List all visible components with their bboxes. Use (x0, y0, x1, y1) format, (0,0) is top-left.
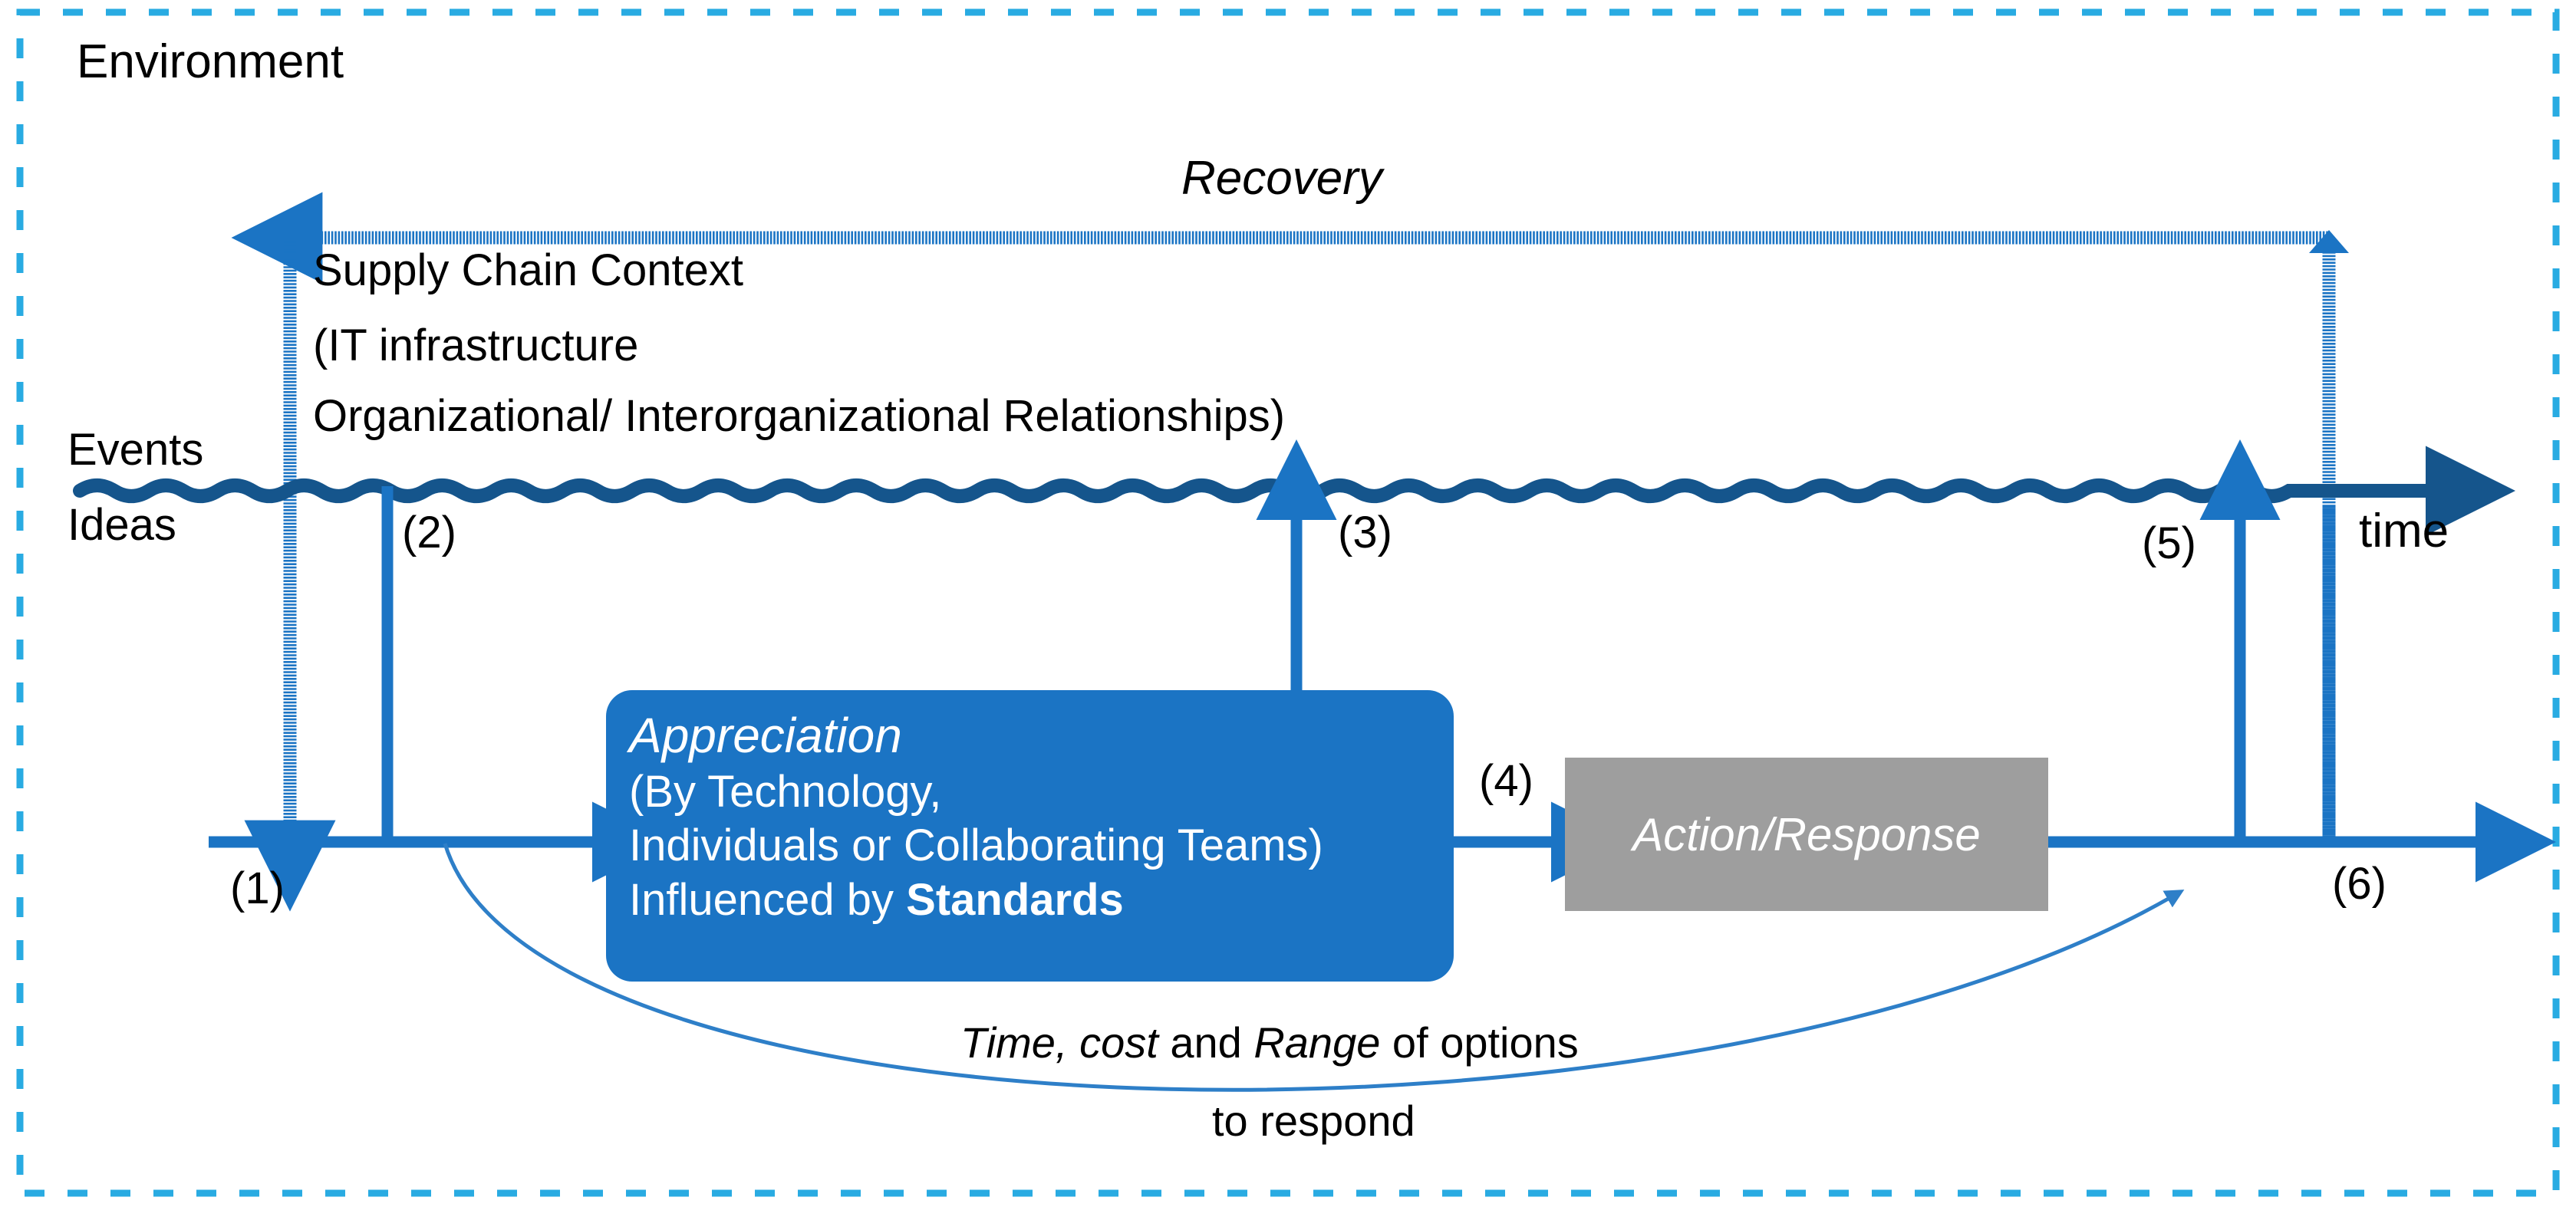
step-4-label: (4) (1479, 756, 1533, 806)
options-caption-time-cost: Time, cost (960, 1018, 1158, 1067)
step-2-label: (2) (402, 508, 456, 557)
supply-chain-context-heading: Supply Chain Context (313, 245, 743, 295)
action-response-box[interactable]: Action/Response (1565, 758, 2048, 911)
step-6-label: (6) (2332, 859, 2387, 909)
appreciation-title: Appreciation (629, 708, 902, 763)
appreciation-standards-emphasis: Standards (906, 875, 1124, 926)
events-ideas-wavy-axis (73, 446, 2515, 536)
recovery-corner-arrow (2309, 230, 2349, 253)
step-3-label: (3) (1338, 508, 1392, 557)
ideas-label: Ideas (68, 500, 176, 550)
action-response-label: Action/Response (1632, 808, 1981, 860)
appreciation-line-3: Influenced by Standards (629, 873, 1431, 928)
options-caption-range: Range (1253, 1018, 1381, 1067)
appreciation-line-3-prefix: Influenced by (629, 875, 907, 926)
environment-boundary (16, 8, 2560, 1197)
recovery-path (231, 192, 2336, 837)
events-label: Events (68, 425, 204, 475)
step-1-label: (1) (230, 863, 285, 913)
time-axis-label: time (2359, 505, 2449, 557)
options-feedback-curve (443, 843, 2185, 1092)
appreciation-line-1: (By Technology, (629, 766, 942, 817)
options-caption-and: and (1158, 1018, 1254, 1067)
options-caption-line-1: Time, cost and Range of options (960, 1018, 1579, 1067)
appreciation-box[interactable]: Appreciation (By Technology, Individuals… (606, 690, 1454, 982)
appreciation-line-2: Individuals or Collaborating Teams) (629, 821, 1323, 871)
options-caption-of-options: of options (1380, 1018, 1579, 1067)
options-caption-line-2: to respond (1212, 1097, 1415, 1145)
supply-chain-context-line2: (IT infrastructure (313, 321, 639, 370)
supply-chain-context-line3: Organizational/ Interorganizational Rela… (313, 391, 1286, 441)
step-5-label: (5) (2142, 518, 2196, 568)
environment-label: Environment (77, 35, 344, 88)
recovery-label: Recovery (1181, 152, 1382, 205)
